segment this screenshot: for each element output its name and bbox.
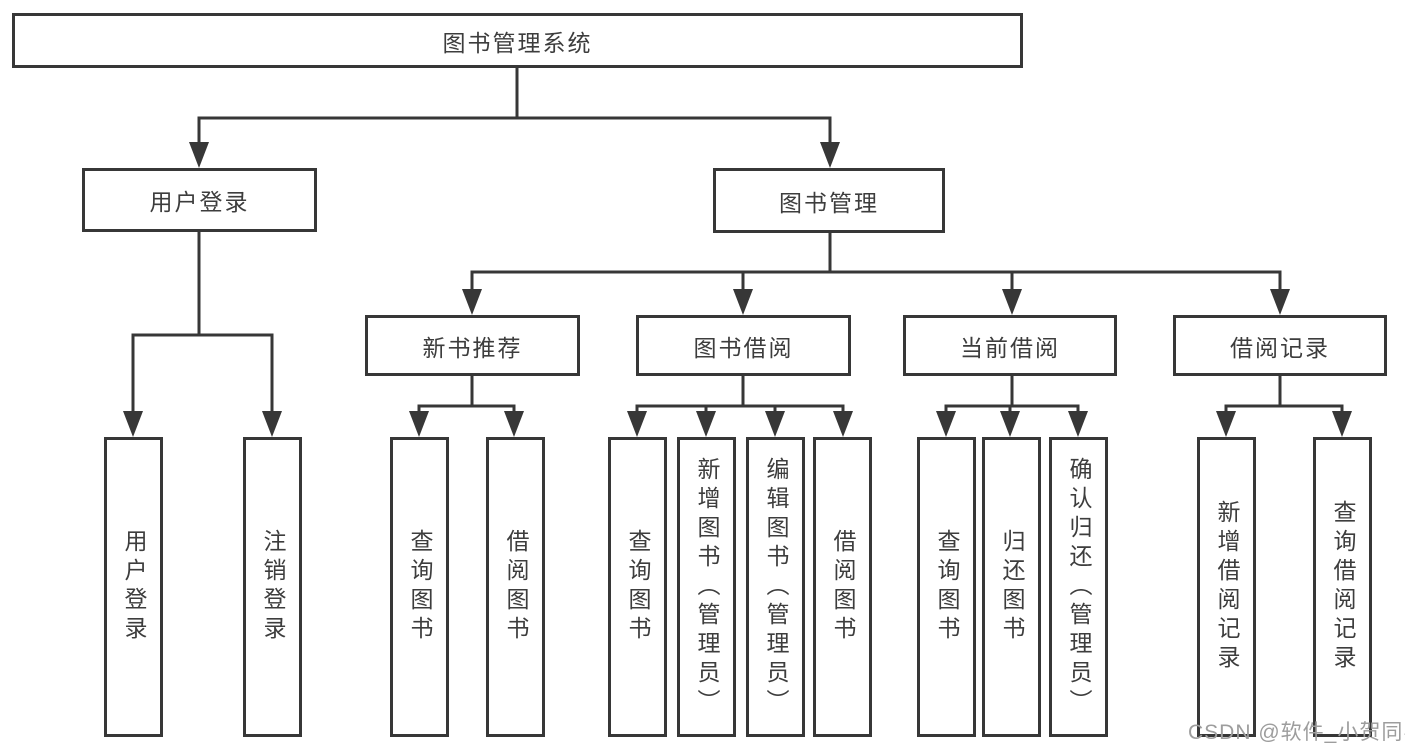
node-library-management-system: 图书管理系统: [12, 13, 1023, 68]
leaf-query-books-current: 查询图书: [917, 437, 976, 737]
leaf-add-borrow-record: 新增借阅记录: [1197, 437, 1256, 737]
leaf-label: 注销登录: [260, 529, 286, 645]
node-book-borrowing: 图书借阅: [636, 315, 851, 376]
leaf-logout: 注销登录: [243, 437, 302, 737]
node-label: 新书推荐: [422, 334, 523, 361]
leaf-label: 查询图书: [625, 529, 651, 645]
leaf-user-login: 用户登录: [104, 437, 163, 737]
node-label: 用户登录: [149, 189, 250, 215]
leaf-label: 用户登录: [121, 529, 147, 645]
node-label: 当前借阅: [960, 334, 1060, 361]
node-current-borrowing: 当前借阅: [903, 315, 1117, 376]
leaf-confirm-return-admin: 确认归还（管理员）: [1049, 437, 1108, 737]
leaf-label: 归还图书: [999, 529, 1025, 645]
node-label: 图书借阅: [693, 334, 794, 361]
leaf-label: 查询图书: [934, 529, 960, 645]
node-book-management: 图书管理: [713, 168, 945, 233]
leaf-label: 查询图书: [407, 529, 433, 645]
leaf-edit-books-admin: 编辑图书（管理员）: [746, 437, 805, 737]
node-label: 图书管理: [779, 189, 879, 216]
node-label: 图书管理系统: [442, 29, 593, 56]
leaf-borrow-books-recommend: 借阅图书: [486, 437, 545, 737]
leaf-label: 确认归还（管理员）: [1066, 456, 1092, 718]
node-new-book-recommendation: 新书推荐: [365, 315, 580, 376]
leaf-add-books-admin: 新增图书（管理员）: [677, 437, 736, 737]
leaf-label: 查询借阅记录: [1330, 500, 1356, 674]
leaf-query-books-recommend: 查询图书: [390, 437, 449, 737]
leaf-label: 新增借阅记录: [1214, 500, 1240, 674]
leaf-label: 编辑图书（管理员）: [763, 456, 789, 718]
leaf-query-borrow-record: 查询借阅记录: [1313, 437, 1372, 737]
node-user-login: 用户登录: [82, 168, 317, 232]
leaf-label: 借阅图书: [503, 529, 529, 645]
leaf-label: 借阅图书: [830, 529, 856, 645]
leaf-label: 新增图书（管理员）: [694, 456, 720, 718]
leaf-return-books: 归还图书: [982, 437, 1041, 737]
csdn-watermark: CSDN @软件_小贺同学: [1188, 721, 1405, 744]
node-borrowing-records: 借阅记录: [1173, 315, 1387, 376]
leaf-query-books-borrowing: 查询图书: [608, 437, 667, 737]
node-label: 借阅记录: [1230, 334, 1330, 361]
leaf-borrow-books-borrowing: 借阅图书: [813, 437, 872, 737]
